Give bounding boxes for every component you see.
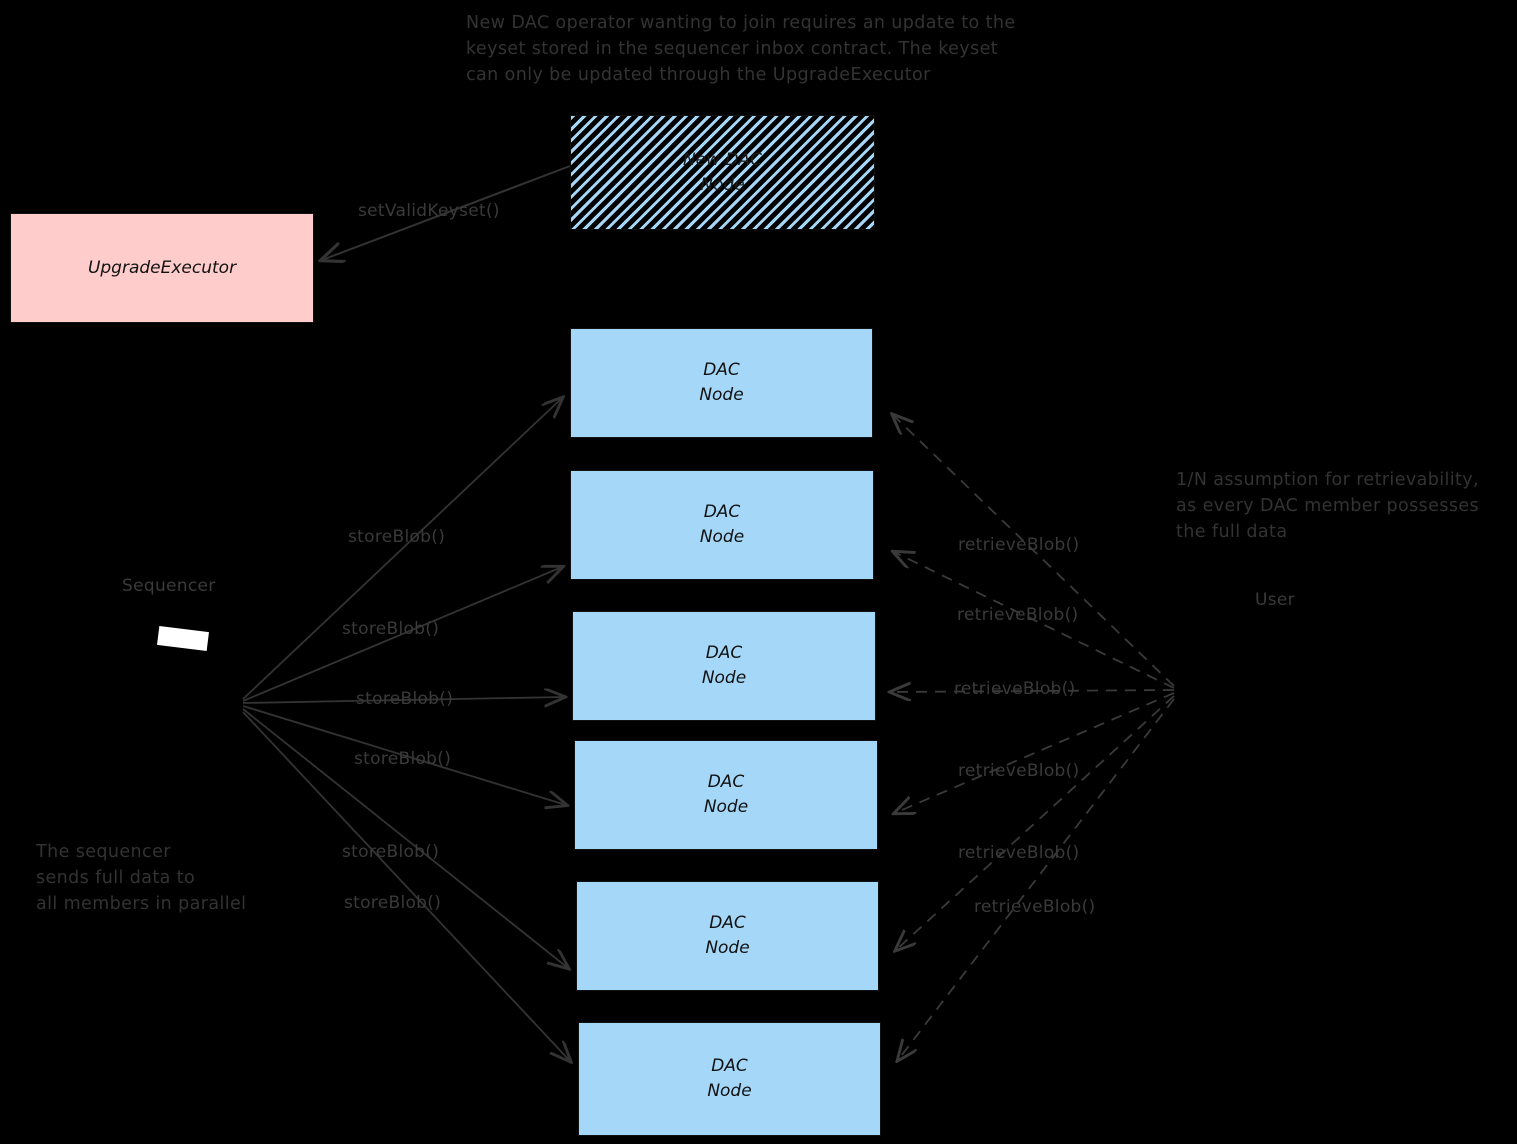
edge-label-store-blob-4: storeBlob() bbox=[354, 749, 452, 769]
edge-label-retrieve-blob-2: retrieveBlob() bbox=[957, 605, 1079, 625]
edge-label-retrieve-blob-5: retrieveBlob() bbox=[958, 843, 1080, 863]
upgrade-executor-label: UpgradeExecutor bbox=[87, 258, 237, 278]
dac-node-4-line1: DAC bbox=[707, 772, 745, 792]
edge-label-store-blob-5: storeBlob() bbox=[342, 842, 440, 862]
top-annotation: New DAC operator wanting to join require… bbox=[466, 13, 1016, 85]
dac-node-box-4[interactable]: DAC Node bbox=[574, 740, 878, 850]
dac-node-1-line1: DAC bbox=[703, 360, 740, 380]
dac-node-4-line2: Node bbox=[703, 797, 749, 817]
edge-label-retrieve-blob-1: retrieveBlob() bbox=[958, 535, 1080, 555]
sequencer-label: Sequencer bbox=[122, 576, 216, 596]
dac-node-1-line2: Node bbox=[699, 385, 744, 405]
sequencer-annotation: The sequencer sends full data to all mem… bbox=[36, 842, 247, 914]
dac-node-2-line2: Node bbox=[699, 527, 745, 547]
dac-node-5-line1: DAC bbox=[709, 913, 746, 933]
new-dac-node-box[interactable]: New DAC Node bbox=[570, 115, 875, 230]
dac-node-6-line2: Node bbox=[707, 1081, 752, 1101]
retrievability-annotation: 1/N assumption for retrievability, as ev… bbox=[1176, 470, 1480, 542]
dac-node-3-line2: Node bbox=[701, 668, 747, 688]
user-label: User bbox=[1255, 590, 1295, 610]
edge-label-store-blob-3: storeBlob() bbox=[356, 689, 454, 709]
dac-node-box-5[interactable]: DAC Node bbox=[576, 881, 879, 991]
edge-label-retrieve-blob-6: retrieveBlob() bbox=[974, 897, 1096, 917]
edge-label-store-blob-1: storeBlob() bbox=[348, 527, 446, 547]
dac-node-2-line1: DAC bbox=[703, 502, 741, 522]
upgrade-executor-box[interactable]: UpgradeExecutor bbox=[10, 213, 314, 323]
new-dac-node-line1: New DAC bbox=[682, 149, 763, 170]
dac-node-3-line1: DAC bbox=[705, 643, 743, 663]
new-dac-node-line2: Node bbox=[700, 174, 745, 195]
dac-node-5-line2: Node bbox=[705, 938, 750, 958]
dac-node-box-6[interactable]: DAC Node bbox=[578, 1022, 881, 1136]
edge-label-set-valid-keyset: setValidKeyset() bbox=[358, 201, 500, 221]
dac-node-box-2[interactable]: DAC Node bbox=[570, 470, 874, 580]
dac-node-6-line1: DAC bbox=[711, 1056, 748, 1076]
edge-label-retrieve-blob-4: retrieveBlob() bbox=[958, 761, 1080, 781]
sequencer-icon bbox=[157, 626, 209, 651]
dac-node-box-1[interactable]: DAC Node bbox=[570, 328, 873, 438]
dac-node-box-3[interactable]: DAC Node bbox=[572, 611, 876, 721]
edge-label-store-blob-6: storeBlob() bbox=[344, 893, 442, 913]
edge-label-store-blob-2: storeBlob() bbox=[342, 619, 440, 639]
edge-label-retrieve-blob-3: retrieveBlob() bbox=[954, 679, 1076, 699]
